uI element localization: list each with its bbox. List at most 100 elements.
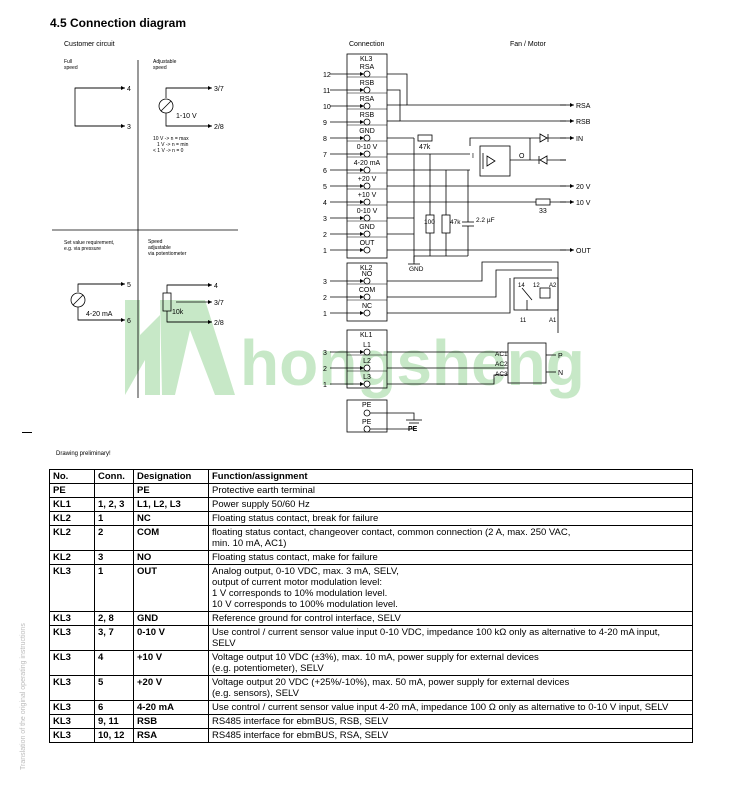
amp-in-label: I (472, 153, 474, 160)
kl1-terminal-block (346, 329, 388, 389)
out-10v: 10 V (576, 200, 591, 207)
cell-no: KL3 (49, 728, 95, 743)
kl3_rows-label: 0-10 V (357, 144, 378, 151)
cell-no: KL2 (49, 511, 95, 526)
terminal-3-7-bottom: 3/7 (214, 300, 224, 307)
adj-speed-label-1: Adjustable (153, 59, 177, 65)
terminal-2-8-bottom: 2/8 (214, 320, 224, 327)
cell-no: KL3 (49, 611, 95, 626)
cell-conn: 10, 12 (94, 728, 134, 743)
pe-row-1: PE (362, 402, 372, 409)
cell-function: floating status contact, changeover cont… (208, 525, 693, 551)
adj-speed-label-2: speed (153, 65, 167, 71)
relay-a1: A1 (549, 318, 557, 324)
kl3_rows-num: 3 (323, 216, 327, 223)
cell-designation: NO (133, 550, 209, 565)
terminal-screw-icon (363, 150, 371, 158)
out-rsb: RSB (576, 119, 591, 126)
ac3-label: AC3 (495, 371, 508, 378)
terminal-screw-icon (363, 277, 371, 285)
cell-function: Power supply 50/60 Hz (208, 497, 693, 512)
cell-no: PE (49, 483, 95, 498)
kl3_rows-label: +10 V (358, 192, 377, 199)
watermark-text: hongsheng (240, 327, 585, 399)
out-out: OUT (576, 248, 592, 255)
kl3_rows-label: GND (359, 224, 375, 231)
cell-no: KL3 (49, 700, 95, 715)
cell-function: Use control / current sensor value input… (208, 700, 693, 715)
kl3_rows-label: OUT (360, 240, 376, 247)
cell-designation: RSA (133, 728, 209, 743)
kl2_rows-num: 3 (323, 279, 327, 286)
col-designation: Designation (133, 469, 209, 484)
capacitor-label: 2.2 µF (476, 217, 495, 224)
terminal-3-7-top: 3/7 (214, 86, 224, 93)
terminal-screw-icon (363, 70, 371, 78)
cell-function: Reference ground for control interface, … (208, 611, 693, 626)
col-no: No. (49, 469, 95, 484)
kl2_rows-num: 2 (323, 295, 327, 302)
cell-designation: PE (133, 483, 209, 498)
kl3-label: KL3 (360, 56, 373, 63)
kl3_rows-num: 8 (323, 136, 327, 143)
kl2-terminal-block (346, 262, 388, 322)
cell-function: Floating status contact, make for failur… (208, 550, 693, 565)
kl1_rows-label: L2 (363, 358, 371, 365)
cell-designation: +20 V (133, 675, 209, 701)
kl3_rows-label: GND (359, 128, 375, 135)
terminal-5: 5 (127, 282, 131, 289)
resistor-47k: 47k (450, 219, 461, 226)
kl3_rows-label: RSB (360, 80, 375, 87)
cell-no: KL3 (49, 650, 95, 676)
terminal-screw-icon (363, 230, 371, 238)
kl3_rows-label: +20 V (358, 176, 377, 183)
cell-conn: 2, 8 (94, 611, 134, 626)
cell-conn: 5 (94, 675, 134, 701)
setpoint-label-1: Set value requirement, (64, 240, 114, 246)
ac1-label: AC1 (495, 351, 508, 358)
resistor-100: 100 (424, 219, 435, 226)
speed-note-3: < 1 V -> n = 0 (153, 148, 184, 154)
cell-function: Protective earth terminal (208, 483, 693, 498)
relay-a2: A2 (549, 283, 557, 289)
col-conn: Conn. (94, 469, 134, 484)
pe-ground-label: PE (408, 426, 418, 433)
relay-11: 11 (520, 318, 527, 324)
kl2_rows-label: NO (362, 271, 373, 278)
terminal-4: 4 (127, 86, 131, 93)
full-speed-label-2: speed (64, 65, 78, 71)
relay-14: 14 (518, 283, 525, 289)
side-note: Translation of the original operating in… (20, 623, 27, 770)
kl3_rows-num: 4 (323, 200, 327, 207)
drawing-note: Drawing preliminary! (56, 451, 111, 457)
out-20v: 20 V (576, 184, 591, 191)
terminal-screw-icon (363, 309, 371, 317)
kl3_rows-label: RSA (360, 96, 375, 103)
kl1_rows-label: L1 (363, 342, 371, 349)
kl2_rows-label: NC (362, 303, 372, 310)
cell-conn: 9, 11 (94, 714, 134, 729)
cell-conn: 4 (94, 650, 134, 676)
terminal-2-8-top: 2/8 (214, 124, 224, 131)
kl3_rows-num: 6 (323, 168, 327, 175)
cell-conn (94, 483, 134, 498)
cell-no: KL2 (49, 525, 95, 551)
terminal-screw-icon (363, 364, 371, 372)
kl2-label: KL2 (360, 265, 373, 272)
terminal-screw-icon (363, 86, 371, 94)
kl1_rows-num: 1 (323, 382, 327, 389)
terminal-screw-icon (363, 182, 371, 190)
kl3_rows-num: 2 (323, 232, 327, 239)
terminal-screw-icon (363, 380, 371, 388)
voltage-source-label: 1-10 V (176, 113, 197, 120)
cell-no: KL3 (49, 675, 95, 701)
cell-function: RS485 interface for ebmBUS, RSA, SELV (208, 728, 693, 743)
kl3_rows-num: 7 (323, 152, 327, 159)
kl3_rows-num: 1 (323, 248, 327, 255)
cell-conn: 1 (94, 564, 134, 612)
